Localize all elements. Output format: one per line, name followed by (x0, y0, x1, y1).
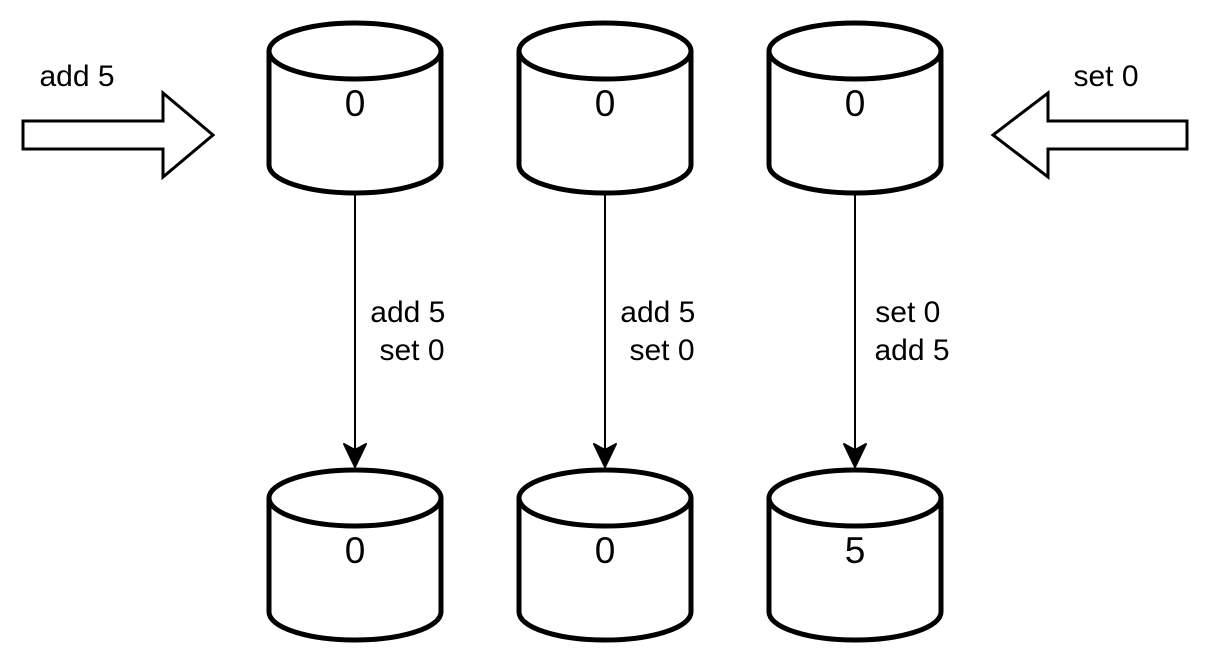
incoming-op-left-label: add 5 (39, 60, 114, 93)
cylinder-top-ellipse (766, 20, 944, 82)
op-sequence-arrow-2: add 5 set 0 (593, 194, 703, 468)
cylinder-top-ellipse (766, 467, 944, 529)
cylinder-top-ellipse (516, 20, 694, 82)
cylinder-body (266, 51, 444, 196)
db-initial-value: 0 (345, 83, 366, 124)
cylinder-body (266, 498, 444, 643)
replica-column-1: 0 add 5 set 0 0 (266, 20, 453, 643)
db-cylinder-top-3: 0 (766, 20, 944, 196)
db-final-value: 0 (595, 530, 616, 571)
incoming-op-left: add 5 (21, 60, 216, 181)
op-sequence-arrow-1: add 5 set 0 (343, 194, 453, 468)
db-initial-value: 0 (595, 83, 616, 124)
op-line-1: set 0 (875, 296, 940, 329)
op-sequence-label: set 0 add 5 (874, 296, 949, 367)
replica-column-3: 0 set 0 add 5 5 (766, 20, 950, 643)
db-cylinder-bottom-3: 5 (766, 467, 944, 643)
incoming-op-right-label: set 0 (1073, 60, 1138, 93)
cylinder-body (516, 498, 694, 643)
op-line-2: add 5 (874, 334, 949, 367)
op-line-1: add 5 (370, 296, 445, 329)
db-final-value: 5 (845, 530, 866, 571)
replica-column-2: 0 add 5 set 0 0 (516, 20, 703, 643)
cylinder-top-ellipse (266, 20, 444, 82)
cylinder-body (766, 51, 944, 196)
db-initial-value: 0 (845, 83, 866, 124)
incoming-op-right: set 0 (990, 60, 1189, 181)
block-arrow-right-icon (21, 89, 216, 181)
op-line-1: add 5 (620, 296, 695, 329)
op-sequence-label: add 5 set 0 (620, 296, 703, 367)
op-sequence-label: add 5 set 0 (370, 296, 453, 367)
op-line-2: set 0 (379, 334, 444, 367)
db-cylinder-bottom-1: 0 (266, 467, 444, 643)
db-cylinder-top-2: 0 (516, 20, 694, 196)
block-arrow-left-icon (990, 89, 1189, 181)
cylinder-top-ellipse (266, 467, 444, 529)
arrow-head-icon (843, 443, 867, 468)
cylinder-body (516, 51, 694, 196)
db-cylinder-bottom-2: 0 (516, 467, 694, 643)
arrow-head-icon (593, 443, 617, 468)
op-line-2: set 0 (629, 334, 694, 367)
cylinder-body (766, 498, 944, 643)
op-sequence-arrow-3: set 0 add 5 (843, 194, 950, 468)
cylinder-top-ellipse (516, 467, 694, 529)
db-cylinder-top-1: 0 (266, 20, 444, 196)
arrow-head-icon (343, 443, 367, 468)
db-final-value: 0 (345, 530, 366, 571)
